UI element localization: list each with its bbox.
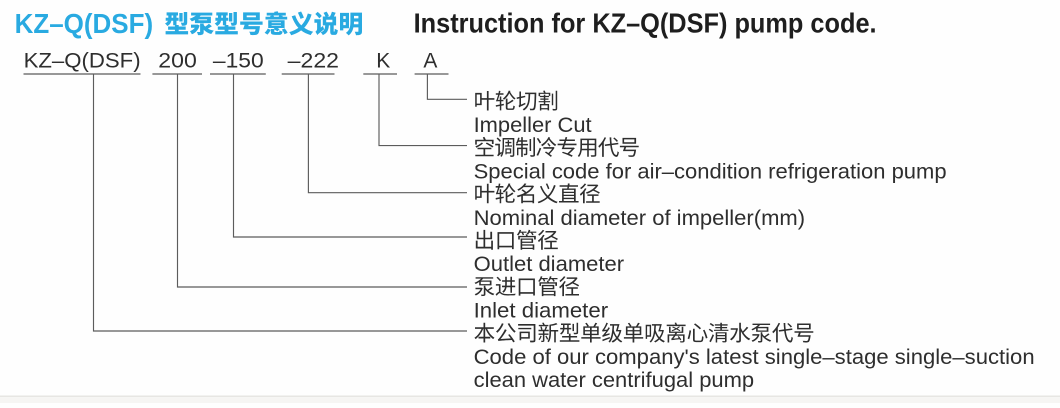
svg-text:Inlet diameter: Inlet diameter [474, 300, 609, 323]
svg-text:KZ–Q(DSF): KZ–Q(DSF) [15, 8, 154, 39]
svg-text:Impeller Cut: Impeller Cut [474, 114, 592, 137]
svg-text:Special code for air–condition: Special code for air–condition refrigera… [474, 160, 947, 183]
svg-text:KZ–Q(DSF): KZ–Q(DSF) [24, 50, 141, 73]
svg-text:clean water centrifugal pump: clean water centrifugal pump [474, 369, 754, 392]
svg-text:Outlet diameter: Outlet diameter [474, 253, 624, 276]
svg-text:200: 200 [158, 50, 197, 73]
svg-text:–150: –150 [213, 50, 264, 73]
svg-text:Instruction for KZ–Q(DSF) pump: Instruction for KZ–Q(DSF) pump code. [414, 8, 877, 39]
svg-text:–222: –222 [288, 50, 339, 73]
svg-text:Nominal diameter of impeller(m: Nominal diameter of impeller(mm) [474, 207, 805, 230]
svg-text:K: K [376, 50, 390, 73]
svg-text:A: A [423, 50, 437, 73]
svg-text:Code of our company's latest s: Code of our company's latest single–stag… [474, 346, 1035, 369]
